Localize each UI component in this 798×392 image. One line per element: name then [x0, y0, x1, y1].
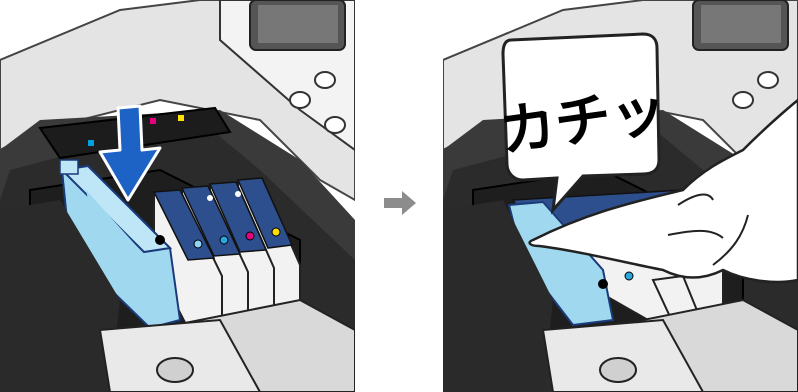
printer-button-icon — [315, 72, 335, 88]
ink-dot-lightcyan — [194, 240, 202, 248]
ink-dot-cyan — [220, 236, 228, 244]
ink-dot-black — [598, 279, 608, 289]
printer-button-icon — [325, 117, 345, 133]
illustration-left-panel — [0, 0, 355, 392]
ink-dot-cyan — [625, 272, 633, 280]
printer-button-icon — [758, 72, 778, 88]
printer-interior-left — [0, 0, 355, 392]
printer-button-icon — [733, 92, 753, 108]
printer-button-icon — [290, 92, 310, 108]
ink-dot-black — [155, 235, 165, 245]
illustration-right-panel: カチッ — [443, 0, 798, 392]
printer-interior-right: カチッ — [443, 0, 798, 392]
ink-dot-magenta — [246, 232, 254, 240]
right-arrow-icon — [384, 189, 418, 217]
ink-dot-yellow — [272, 228, 280, 236]
